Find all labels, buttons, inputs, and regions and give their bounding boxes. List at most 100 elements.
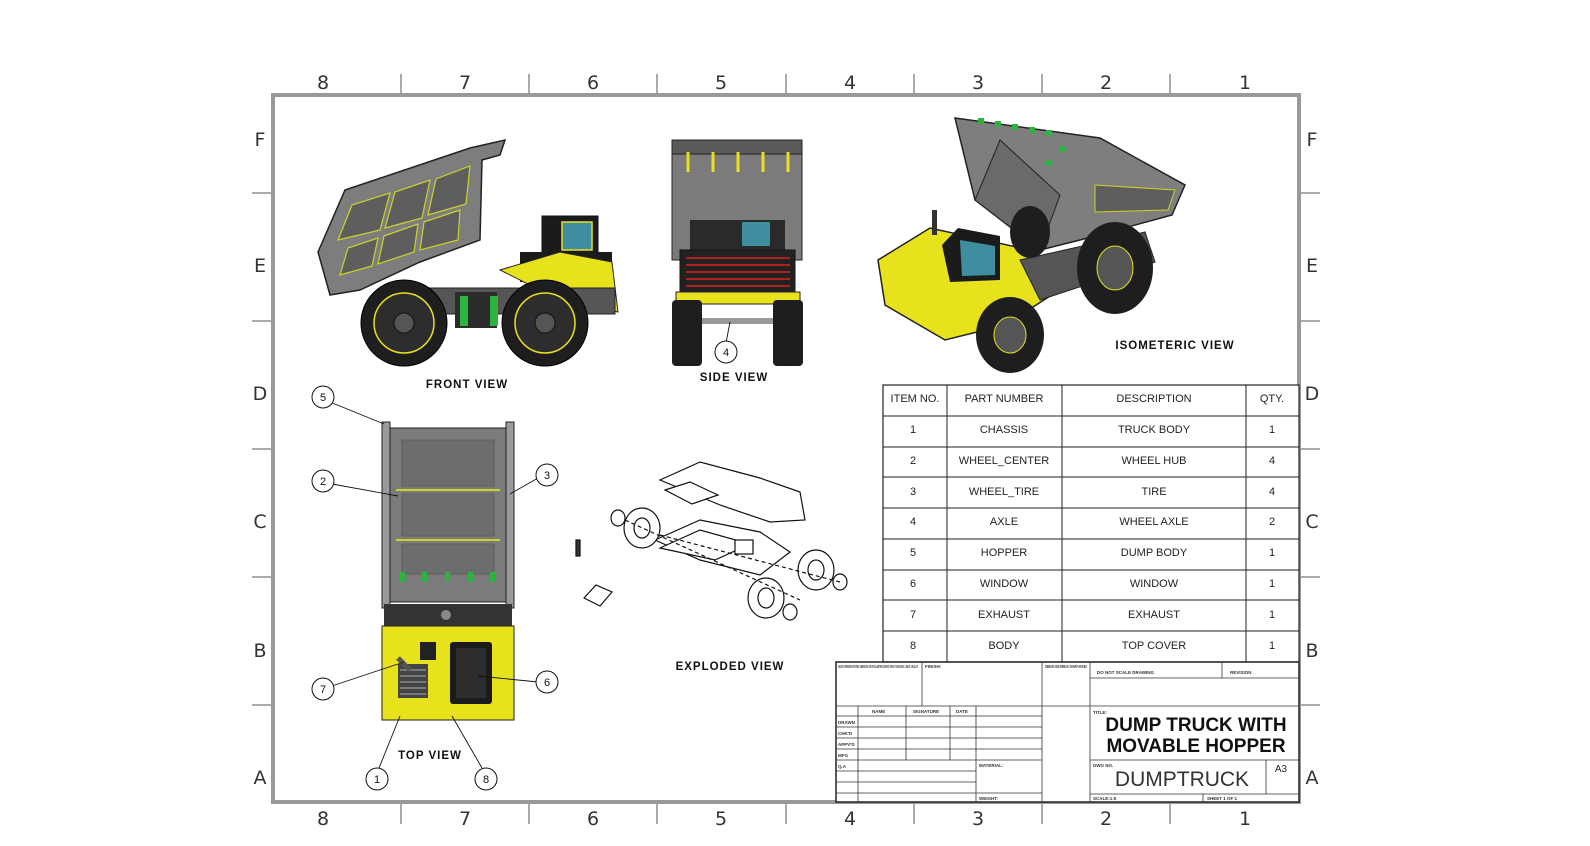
bom-header-part: PART NUMBER bbox=[965, 393, 1044, 405]
bom-cell: 1 bbox=[1269, 640, 1275, 652]
bom-cell: 4 bbox=[1269, 486, 1275, 498]
balloon-circle bbox=[535, 670, 559, 694]
tb-deburr: DEBUR AND BREAK SHARP EDGES bbox=[1045, 664, 1087, 669]
bom-cell: DUMP BODY bbox=[1121, 547, 1188, 559]
front-view-truck bbox=[317, 138, 619, 367]
zone-columns-top: 8 7 6 5 4 3 2 1 bbox=[317, 72, 1251, 94]
balloon-number: 1 bbox=[374, 774, 380, 786]
balloon-circle bbox=[311, 677, 335, 701]
bom-row: 8 BODY TOP COVER 1 bbox=[910, 640, 1275, 652]
balloon-number: 2 bbox=[320, 476, 326, 488]
bom-cell: 7 bbox=[910, 609, 916, 621]
bom-cell: 1 bbox=[1269, 578, 1275, 590]
bom-cell: 4 bbox=[910, 516, 916, 528]
bom-cell: 5 bbox=[910, 547, 916, 559]
balloon-number: 7 bbox=[320, 684, 326, 696]
top-view-truck bbox=[381, 421, 515, 721]
zone-row-label: A bbox=[1306, 767, 1319, 789]
side-view-label: SIDE VIEW bbox=[700, 372, 768, 384]
zone-rows-right: F E D C B A bbox=[1305, 129, 1320, 789]
bom-table: ITEM NO. PART NUMBER DESCRIPTION QTY. 1 … bbox=[882, 384, 1300, 663]
exploded-view-label: EXPLODED VIEW bbox=[676, 661, 785, 673]
bom-row: 1 CHASSIS TRUCK BODY 1 bbox=[910, 424, 1275, 436]
zone-col-label: 2 bbox=[1100, 72, 1112, 94]
bom-header-item: ITEM NO. bbox=[891, 393, 940, 405]
zone-col-label: 1 bbox=[1239, 72, 1251, 94]
isometric-view-label: ISOMETERIC VIEW bbox=[1115, 340, 1234, 352]
bom-cell: 1 bbox=[1269, 424, 1275, 436]
bom-cell: TIRE bbox=[1141, 486, 1166, 498]
balloon-number: 5 bbox=[320, 392, 326, 404]
bom-cell: WHEEL_TIRE bbox=[969, 486, 1039, 498]
balloon-circle bbox=[474, 767, 498, 791]
tb-sheet: SHEET 1 OF 1 bbox=[1207, 796, 1238, 801]
bom-row: 6 WINDOW WINDOW 1 bbox=[910, 578, 1275, 590]
bom-cell: AXLE bbox=[990, 516, 1018, 528]
bom-cell: 1 bbox=[1269, 547, 1275, 559]
bom-cell: 3 bbox=[910, 486, 916, 498]
tb-unless-specified: UNLESS OTHERWISE SPECIFIED: DIMENSIONS A… bbox=[838, 664, 918, 669]
bom-cell: 1 bbox=[910, 424, 916, 436]
zone-row-label: C bbox=[1305, 511, 1318, 533]
bom-cell: 2 bbox=[1269, 516, 1275, 528]
bom-cell: 6 bbox=[910, 578, 916, 590]
bom-row: 2 WHEEL_CENTER WHEEL HUB 4 bbox=[910, 455, 1275, 467]
tb-row-mfg: MFG bbox=[838, 753, 848, 758]
zone-col-label: 8 bbox=[317, 72, 329, 94]
bom-cell: WHEEL AXLE bbox=[1119, 516, 1188, 528]
zone-row-label: B bbox=[1305, 640, 1318, 662]
zone-col-label: 1 bbox=[1239, 808, 1251, 830]
top-view-label: TOP VIEW bbox=[398, 750, 462, 762]
zone-columns-bottom: 8 7 6 5 4 3 2 1 bbox=[317, 808, 1251, 830]
bom-cell: TRUCK BODY bbox=[1118, 424, 1191, 436]
zone-col-label: 4 bbox=[844, 72, 856, 94]
balloon-number: 4 bbox=[723, 347, 729, 359]
tb-title-line2: MOVABLE HOPPER bbox=[1106, 736, 1285, 757]
tb-dwg-no-label: DWG NO. bbox=[1093, 763, 1113, 768]
bom-cell: WHEEL_CENTER bbox=[959, 455, 1050, 467]
zone-row-label: E bbox=[1306, 255, 1318, 277]
zone-col-label: 8 bbox=[317, 808, 329, 830]
balloon-number: 3 bbox=[544, 470, 550, 482]
balloon-circle bbox=[311, 385, 335, 409]
isometric-view-truck bbox=[877, 117, 1186, 373]
zone-col-label: 6 bbox=[587, 72, 599, 94]
zone-row-label: C bbox=[253, 511, 266, 533]
bom-header-description: DESCRIPTION bbox=[1116, 393, 1191, 405]
tb-col-name: NAME bbox=[872, 709, 885, 714]
bom-cell: WHEEL HUB bbox=[1122, 455, 1187, 467]
tb-row-chkd: CHK'D bbox=[838, 731, 853, 736]
balloon-leaders bbox=[329, 321, 731, 769]
zone-col-label: 5 bbox=[715, 72, 727, 94]
balloon-circle bbox=[535, 463, 559, 487]
bom-cell: EXHAUST bbox=[1128, 609, 1180, 621]
bom-row: 5 HOPPER DUMP BODY 1 bbox=[910, 547, 1275, 559]
tb-title-label: TITLE: bbox=[1093, 710, 1107, 715]
bom-cell: 8 bbox=[910, 640, 916, 652]
tb-size: A3 bbox=[1275, 764, 1288, 775]
zone-row-label: F bbox=[255, 129, 266, 151]
zone-row-label: E bbox=[254, 255, 266, 277]
bom-row: 4 AXLE WHEEL AXLE 2 bbox=[910, 516, 1275, 528]
bom-header-qty: QTY. bbox=[1260, 393, 1284, 405]
bom-cell: EXHAUST bbox=[978, 609, 1030, 621]
balloon-circle bbox=[311, 469, 335, 493]
bom-cell: TOP COVER bbox=[1122, 640, 1186, 652]
zone-row-label: B bbox=[253, 640, 266, 662]
zone-col-label: 7 bbox=[459, 72, 471, 94]
bom-cell: BODY bbox=[988, 640, 1020, 652]
front-view-label: FRONT VIEW bbox=[426, 379, 508, 391]
tb-scale: SCALE:1:5 bbox=[1093, 796, 1117, 801]
zone-col-label: 2 bbox=[1100, 808, 1112, 830]
zone-row-label: D bbox=[253, 383, 268, 405]
balloon-circle bbox=[365, 767, 389, 791]
zone-col-label: 3 bbox=[972, 72, 984, 94]
exploded-view-assembly bbox=[575, 461, 848, 621]
balloon-number: 6 bbox=[544, 677, 550, 689]
bom-cell: 2 bbox=[910, 455, 916, 467]
zone-row-label: F bbox=[1307, 129, 1318, 151]
zone-col-label: 3 bbox=[972, 808, 984, 830]
tb-material-label: MATERIAL: bbox=[979, 763, 1004, 768]
tb-row-appvd: APPV'D bbox=[838, 742, 855, 747]
bom-cell: 4 bbox=[1269, 455, 1275, 467]
